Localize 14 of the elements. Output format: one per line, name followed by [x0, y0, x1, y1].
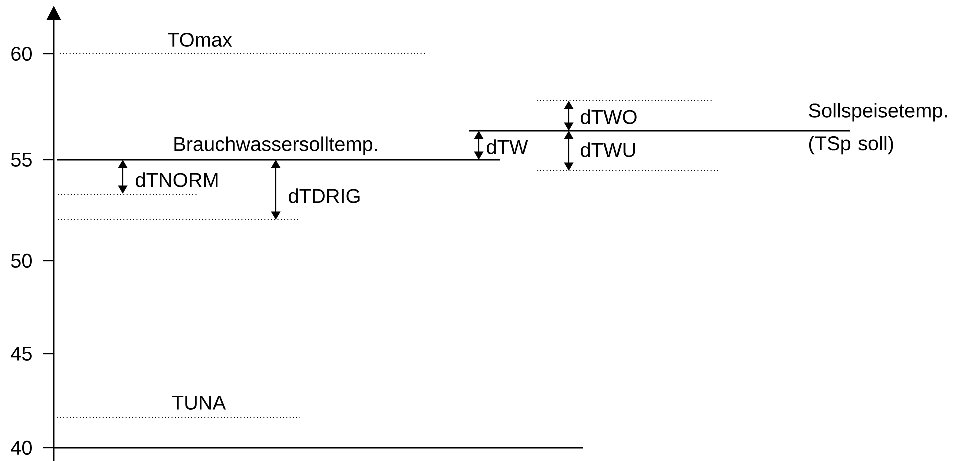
level-label: TOmax [168, 32, 232, 48]
tick-label: 40 [11, 440, 32, 456]
tick-label: 60 [12, 46, 32, 62]
dimension-label: dTWO [581, 110, 637, 124]
dimension-label: dTWU [581, 142, 636, 158]
level-label: Sollspeisetemp. (TSp soll) [809, 103, 947, 155]
dimension-label: dTW [487, 140, 528, 154]
dimension-label: dTNORM [136, 172, 218, 188]
level-label: TUNA [172, 396, 226, 410]
level-label: Brauchwassersolltemp. [174, 136, 378, 156]
dimension-label: dTDRIG [289, 188, 360, 204]
tick-label: 50 [11, 254, 32, 268]
tick-label: 45 [11, 347, 32, 361]
tick-label: 55 [11, 153, 32, 167]
